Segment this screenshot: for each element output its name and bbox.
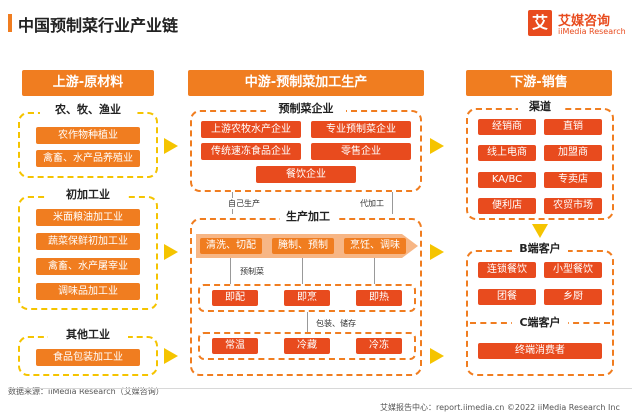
channel-item: 专卖店 [544,172,602,188]
title-accent-bar [8,14,12,32]
footer-source: 数据来源：iiMedia Research（艾媒咨询） [8,387,164,396]
self-produce-label: 自己生产 [226,198,262,209]
prepared-label: 预制菜 [238,266,266,277]
channel-item: 直销 [544,119,602,135]
connector-line [392,192,393,214]
upstream-item: 食品包装加工业 [36,349,140,366]
b-customer-item: 小型餐饮 [544,262,602,278]
storage-item: 冷冻 [356,338,402,354]
enterprise-item: 传统速冻食品企业 [201,143,301,160]
connector-line [307,312,308,332]
b-customer-item: 乡厨 [544,289,602,305]
channel-item: 农贸市场 [544,198,602,214]
footer-divider [8,388,632,389]
footer-copyright: 艾媒报告中心：report.iimedia.cn ©2022 iiMedia R… [380,403,620,412]
b-customer-label: B端客户 [512,240,568,256]
connector-line [374,258,375,284]
flow-arrow [430,348,444,364]
enterprise-item: 餐饮企业 [256,166,356,183]
b-customer-item: 团餐 [478,289,536,305]
storage-item: 常温 [212,338,258,354]
flow-arrow [164,244,178,260]
channel-item: 加盟商 [544,145,602,161]
c-customer-label: C端客户 [512,314,568,330]
enterprise-label: 预制菜企业 [266,100,346,116]
flow-arrow [164,348,178,364]
product-item: 即热 [356,290,402,306]
enterprise-item: 上游农牧水产企业 [201,121,301,138]
page-title: 中国预制菜行业产业链 [18,16,179,35]
upstream-item: 禽畜、水产品养殖业 [36,150,140,167]
downstream-header: 下游-销售 [466,70,612,96]
connector-line [302,258,303,284]
upstream-group-label: 其他工业 [48,326,128,342]
production-label: 生产加工 [280,208,336,224]
flow-arrow [430,244,444,260]
upstream-item: 蔬菜保鲜初加工业 [36,233,140,250]
process-step: 清洗、切配 [200,238,262,254]
midstream-header: 中游-预制菜加工生产 [188,70,424,96]
pack-label: 包装、储存 [314,318,358,329]
down-arrow [532,224,548,238]
channel-label: 渠道 [518,98,562,114]
enterprise-item: 零售企业 [311,143,411,160]
product-item: 即烹 [284,290,330,306]
process-step: 烹饪、调味 [344,238,406,254]
storage-item: 冷藏 [284,338,330,354]
c-customer-item: 终端消费者 [478,343,602,359]
upstream-header: 上游-原材料 [22,70,154,96]
upstream-group-label: 农、牧、渔业 [40,101,136,117]
oem-label: 代加工 [358,198,386,209]
product-item: 即配 [212,290,258,306]
products-box [198,284,416,312]
upstream-group-label: 初加工业 [48,186,128,202]
connector-line [230,258,231,284]
logo-mark: 艾 [528,10,552,36]
upstream-item: 调味品加工业 [36,283,140,300]
channel-item: KA/BC [478,172,536,188]
channel-item: 便利店 [478,198,536,214]
process-step: 腌制、预制 [272,238,334,254]
logo-english: iiMedia Research [558,27,626,36]
storage-box [198,332,416,360]
channel-item: 经销商 [478,119,536,135]
flow-arrow [164,138,178,154]
enterprise-item: 专业预制菜企业 [311,121,411,138]
upstream-item: 米面粮油加工业 [36,209,140,226]
upstream-group-farming [18,112,158,178]
logo-name: 艾媒咨询 [558,14,611,29]
b-customer-item: 连锁餐饮 [478,262,536,278]
upstream-item: 农作物种植业 [36,127,140,144]
upstream-item: 禽畜、水产屠宰业 [36,258,140,275]
flow-arrow [430,138,444,154]
channel-item: 线上电商 [478,145,536,161]
